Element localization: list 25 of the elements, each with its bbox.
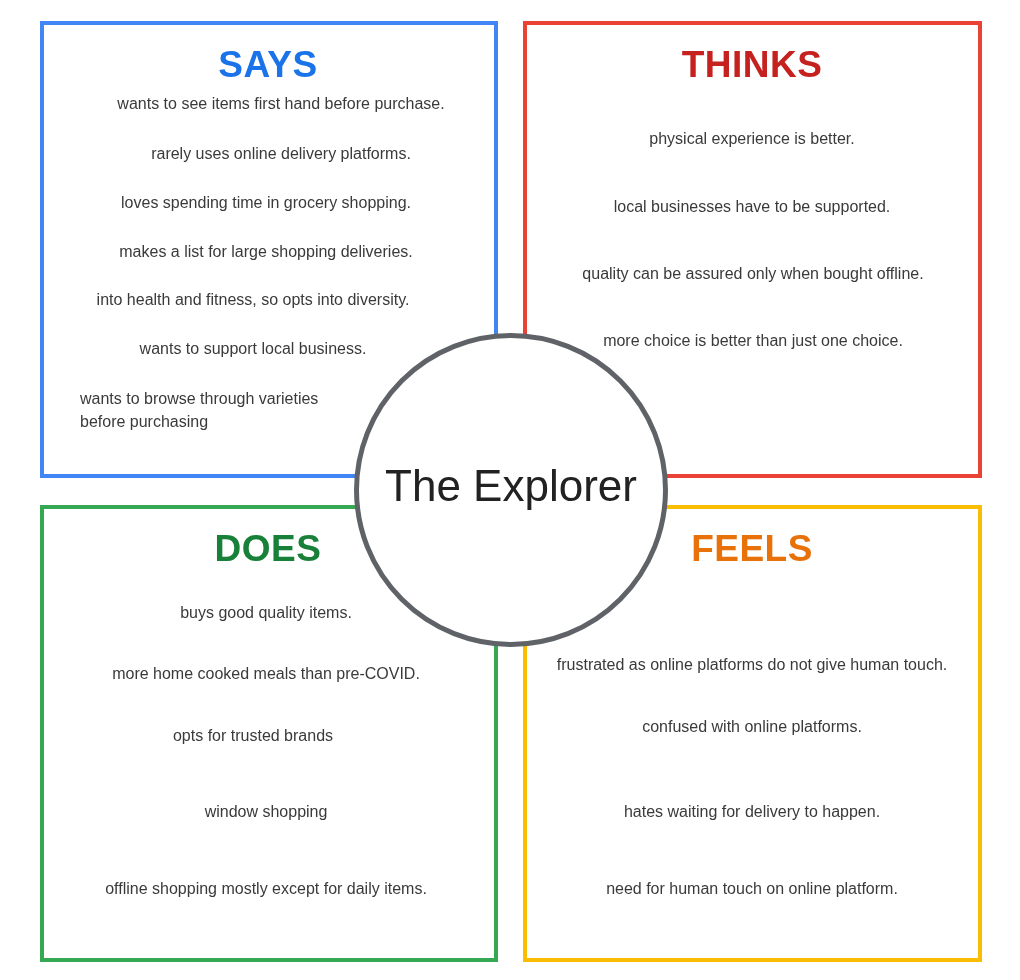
quadrant-heading: SAYS	[218, 43, 318, 87]
note-text: quality can be assured only when bought offline.	[582, 264, 924, 284]
note-text: offline shopping mostly except for daily items.	[105, 879, 427, 899]
note-text: local businesses have to be supported.	[613, 197, 891, 217]
note-text: need for human touch on online platform.	[606, 879, 898, 899]
note-text: makes a list for large shopping deliveries.	[119, 242, 413, 262]
persona-name: The Explorer	[385, 460, 637, 512]
note-text: physical experience is better.	[649, 129, 855, 149]
quadrant-heading: THINKS	[681, 43, 823, 87]
note-text: rarely uses online delivery platforms.	[151, 144, 411, 164]
note-text: opts for trusted brands	[172, 726, 334, 746]
note-text: wants to support local business.	[139, 339, 367, 359]
note-text: into health and fitness, so opts into diversity.	[96, 290, 410, 310]
note-text: frustrated as online platforms do not give human touch.	[556, 655, 948, 675]
note-text: loves spending time in grocery shopping.	[121, 193, 411, 213]
quadrant-heading: FEELS	[691, 527, 813, 571]
note-text: confused with online platforms.	[642, 717, 862, 737]
note-text: more home cooked meals than pre-COVID.	[112, 664, 420, 684]
note-text: wants to see items first hand before purchase.	[117, 94, 445, 114]
quadrant-heading: DOES	[214, 527, 322, 571]
note-text: wants to browse through varieties before purchasing	[80, 389, 320, 432]
note-text: window shopping	[204, 802, 328, 822]
note-text: hates waiting for delivery to happen.	[623, 802, 881, 822]
note-text: buys good quality items.	[180, 603, 352, 623]
note-text: more choice is better than just one choice.	[603, 331, 903, 351]
